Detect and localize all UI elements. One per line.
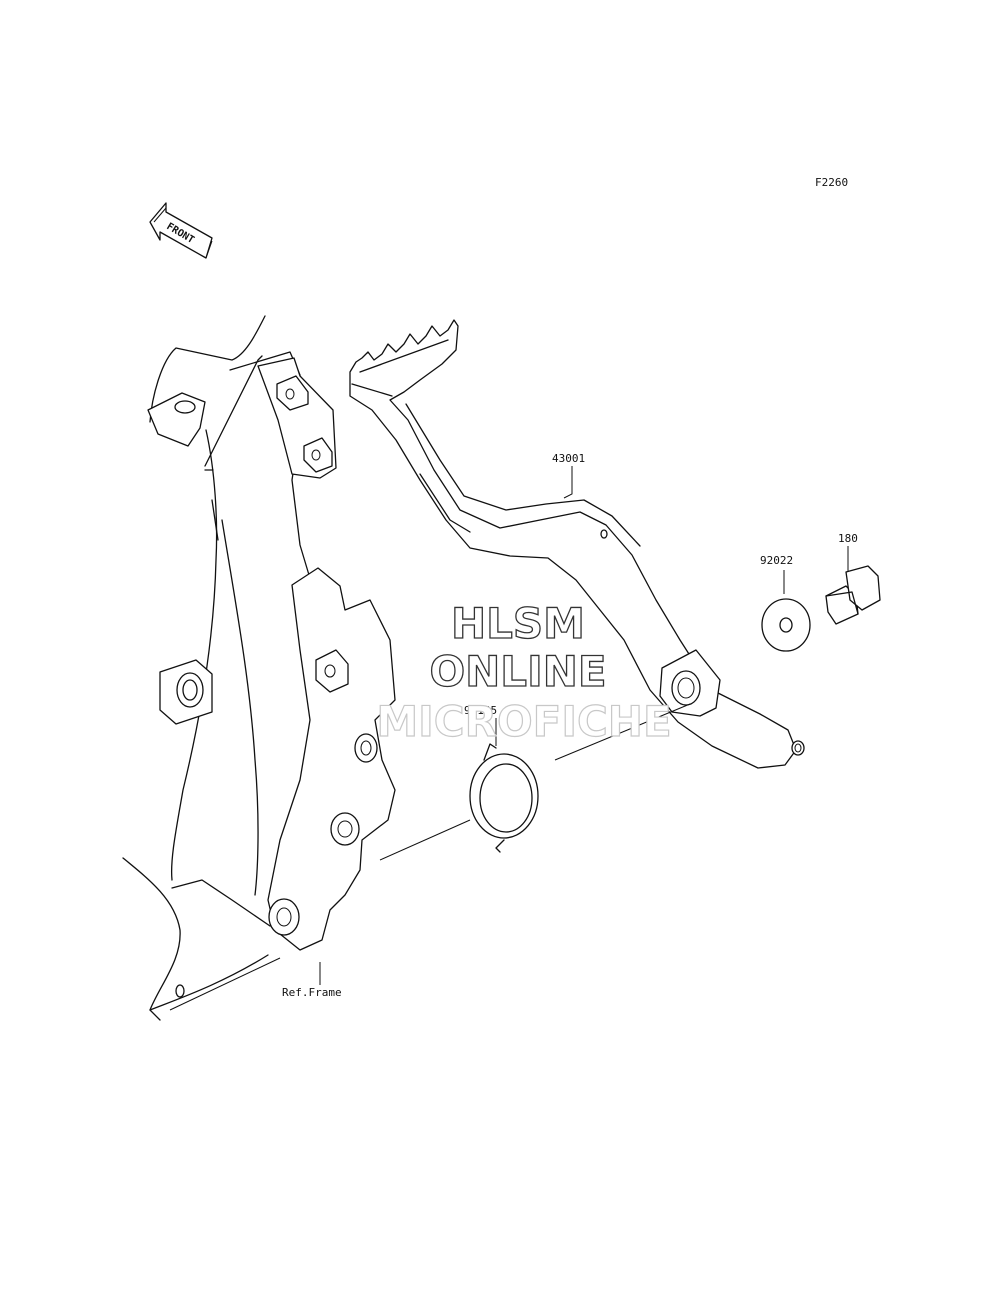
- frame-bracket-upper: [257, 357, 337, 479]
- washer: [761, 598, 811, 652]
- bolt: [825, 565, 881, 625]
- frame-bracket-lower: [267, 567, 396, 951]
- brake-pedal: [349, 319, 805, 769]
- watermark-line3: MICROFICHE: [376, 697, 671, 746]
- callout-frame: Ref.Frame: [282, 986, 342, 999]
- figure-code: F2260: [815, 176, 848, 189]
- watermark-line2: ONLINE: [429, 647, 606, 696]
- watermark: HLSM ONLINE MICROFICHE: [376, 598, 672, 746]
- frame-boss-upper: [159, 659, 213, 725]
- front-arrow-icon: FRONT: [149, 202, 213, 259]
- callout-washer: 92022: [760, 554, 793, 567]
- callout-bolt: 180: [838, 532, 858, 545]
- watermark-line1: HLSM: [451, 599, 585, 648]
- leader-lines: [169, 466, 849, 1011]
- return-spring: [469, 743, 539, 853]
- callout-pedal: 43001: [552, 452, 585, 465]
- callout-spring: 92145: [464, 704, 497, 717]
